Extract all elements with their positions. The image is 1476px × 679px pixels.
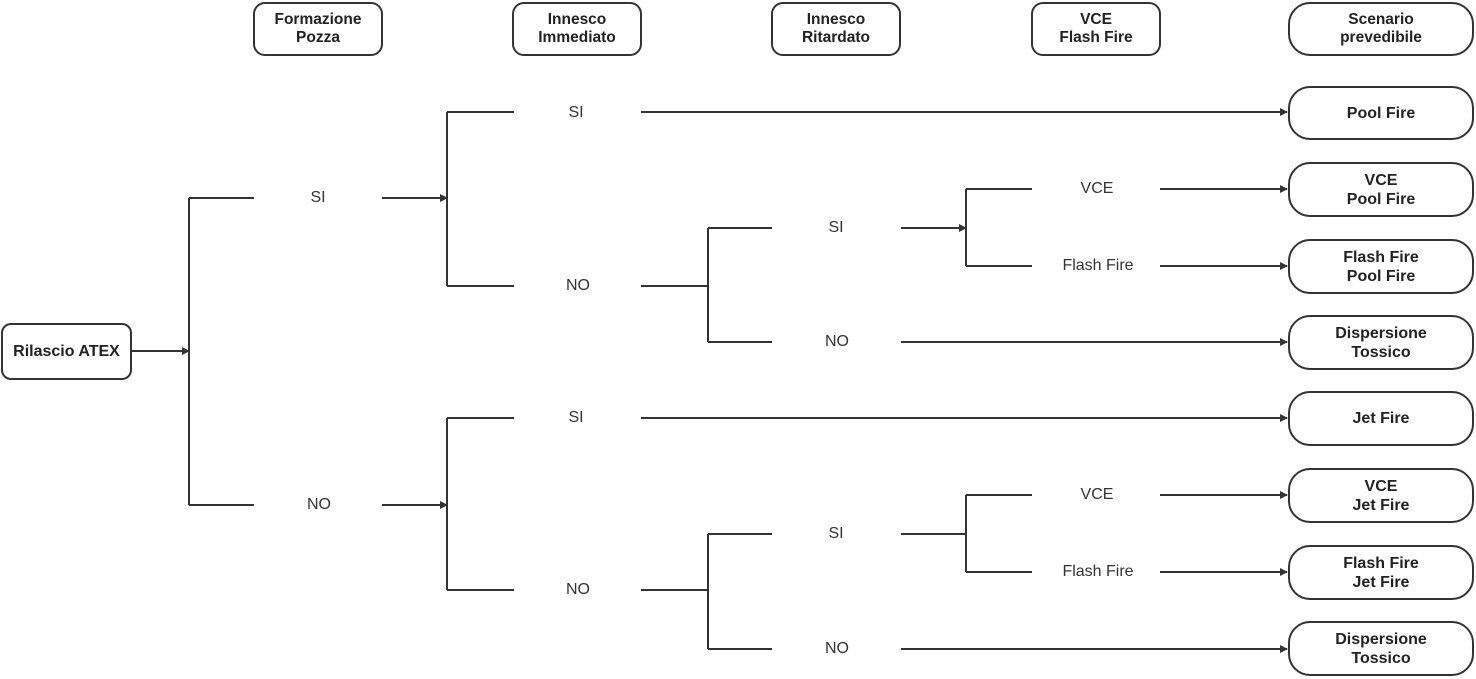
branch-label-immediato-si: SI	[568, 104, 584, 121]
outcome-vce-pool-fire: VCE Pool Fire	[1288, 162, 1474, 217]
branch-label-ritardato-no: NO	[825, 333, 849, 350]
header-formazione-pozza: Formazione Pozza	[253, 2, 383, 56]
outcome-line-2: Pool Fire	[1346, 267, 1416, 285]
branch-label-flash-fire: Flash Fire	[1062, 563, 1134, 580]
branch-label-pozza-si: SI	[310, 189, 326, 206]
outcome-dispersione-tossico: Dispersione Tossico	[1288, 621, 1474, 676]
outcome-line-1: Dispersione	[1335, 324, 1427, 342]
header-line-2: prevedibile	[1340, 29, 1422, 46]
outcome-line-2: Jet Fire	[1352, 496, 1410, 514]
branch-label-immediato-no: NO	[566, 581, 590, 598]
root-label: Rilascio ATEX	[13, 343, 120, 360]
header-line-2: Pozza	[296, 29, 340, 46]
header-line-1: Innesco	[547, 11, 607, 28]
outcome-line-1: Dispersione	[1335, 630, 1427, 648]
outcome-flash-fire-jet-fire: Flash Fire Jet Fire	[1288, 545, 1474, 600]
outcome-line-2: Pool Fire	[1346, 190, 1416, 208]
outcome-dispersione-tossico: Dispersione Tossico	[1288, 315, 1474, 370]
branch-label-vce: VCE	[1080, 486, 1114, 503]
root-node-rilascio-atex: Rilascio ATEX	[1, 323, 132, 380]
outcome-line-1: Flash Fire	[1343, 248, 1419, 266]
header-line-2: Flash Fire	[1059, 29, 1133, 46]
branch-label-vce: VCE	[1080, 180, 1114, 197]
branch-label-ritardato-si: SI	[828, 525, 844, 542]
header-innesco-ritardato: Innesco Ritardato	[771, 2, 901, 56]
outcome-line-1: VCE	[1364, 477, 1398, 495]
header-line-2: Ritardato	[801, 29, 871, 46]
outcome-line-1: VCE	[1364, 171, 1398, 189]
outcome-vce-jet-fire: VCE Jet Fire	[1288, 468, 1474, 523]
branch-label-ritardato-si: SI	[828, 219, 844, 236]
header-line-2: Immediato	[538, 29, 616, 46]
outcome-line-2: Tossico	[1351, 649, 1411, 667]
header-line-1: VCE	[1080, 11, 1112, 28]
outcome-pool-fire: Pool Fire	[1288, 86, 1474, 140]
outcome-line-1: Pool Fire	[1346, 104, 1416, 122]
outcome-line-2: Tossico	[1351, 343, 1411, 361]
outcome-jet-fire: Jet Fire	[1288, 391, 1474, 446]
branch-label-immediato-no: NO	[566, 277, 590, 294]
branch-label-flash-fire: Flash Fire	[1062, 257, 1134, 274]
outcome-flash-fire-pool-fire: Flash Fire Pool Fire	[1288, 239, 1474, 294]
branch-label-pozza-no: NO	[307, 496, 331, 513]
outcome-line-2: Jet Fire	[1352, 573, 1410, 591]
header-line-1: Innesco	[806, 11, 866, 28]
outcome-line-1: Jet Fire	[1352, 410, 1410, 427]
outcome-line-1: Flash Fire	[1343, 554, 1419, 572]
header-innesco-immediato: Innesco Immediato	[512, 2, 642, 56]
header-line-1: Formazione	[274, 11, 362, 28]
branch-label-ritardato-no: NO	[825, 640, 849, 657]
branch-label-immediato-si: SI	[568, 409, 584, 426]
header-line-1: Scenario	[1348, 11, 1414, 28]
header-scenario-prevedibile: Scenario prevedibile	[1288, 2, 1474, 56]
header-vce-flash-fire: VCE Flash Fire	[1031, 2, 1161, 56]
